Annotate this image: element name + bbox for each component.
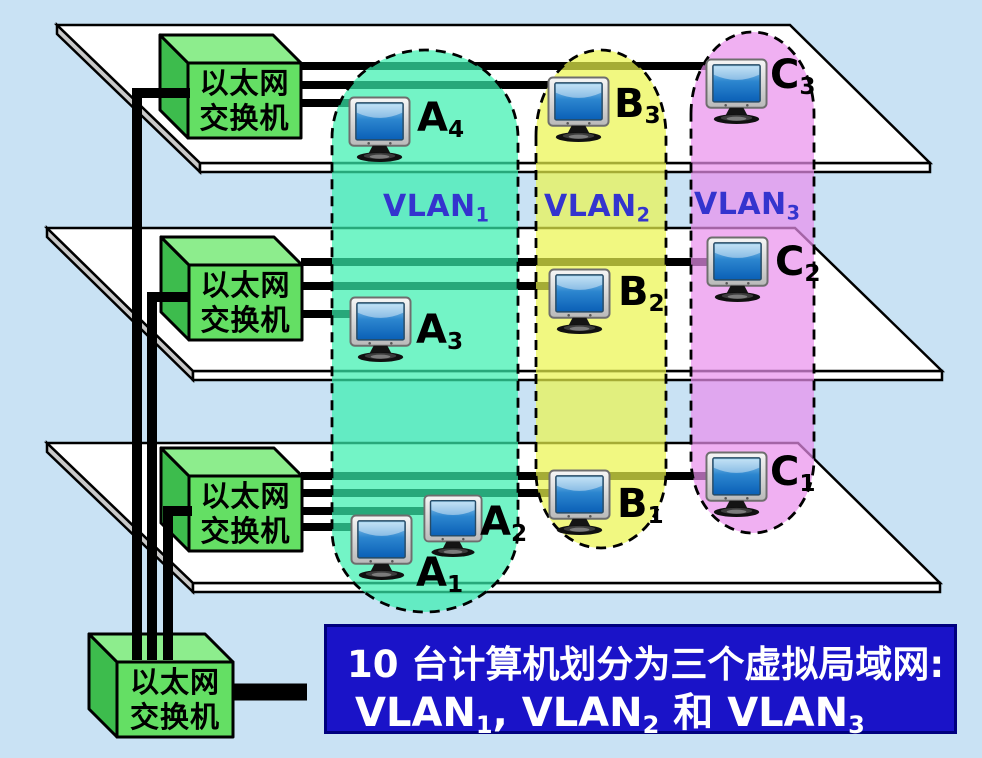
switch-label-line1: 以太网: [129, 665, 220, 699]
computer-label-a1: A1: [416, 550, 464, 599]
computer-label-c2: C2: [775, 239, 821, 288]
caption-box: 10 台计算机划分为三个虚拟局域网: VLAN1, VLAN2 和 VLAN3: [324, 624, 957, 739]
vlan2-label: VLAN2: [544, 189, 651, 227]
computer-label-a4: A4: [417, 95, 465, 144]
vlan3-label: VLAN3: [694, 187, 801, 225]
switch-label-line1: 以太网: [200, 479, 291, 513]
ethernet-switch-floor1: [159, 446, 304, 553]
computer-label-b1: B1: [617, 481, 664, 530]
switch-label-line1: 以太网: [199, 66, 290, 100]
trunk-cable-floor1: [163, 506, 192, 660]
caption-line2: VLAN1, VLAN2 和 VLAN3: [355, 690, 865, 740]
switch-label-line1: 以太网: [200, 268, 291, 302]
caption-line1: 10 台计算机划分为三个虚拟局域网:: [347, 643, 945, 686]
switch-label-basement: 以太网 交换机: [117, 665, 233, 735]
switch-label-line2: 交换机: [200, 303, 291, 337]
vlan1-region: [330, 48, 520, 614]
computer-label-c3: C3: [770, 52, 816, 101]
ethernet-switch-floor3: [158, 33, 303, 140]
trunk-cable-floor2: [147, 292, 190, 660]
computer-label-a3: A3: [416, 307, 464, 356]
computer-label-a2: A2: [480, 499, 528, 548]
computer-label-b3: B3: [614, 81, 661, 130]
computer-label-c1: C1: [770, 449, 816, 498]
switch-label-floor3: 以太网 交换机: [188, 66, 301, 136]
switch-label-line2: 交换机: [129, 700, 220, 734]
switch-label-line2: 交换机: [199, 101, 290, 135]
trunk-cable-floor3: [132, 88, 190, 660]
vlan1-label: VLAN1: [383, 189, 490, 227]
switch-label-floor2: 以太网 交换机: [189, 268, 302, 338]
switch-label-floor1: 以太网 交换机: [189, 479, 302, 549]
ethernet-switch-basement: [87, 632, 235, 739]
ethernet-switch-floor2: [159, 235, 304, 342]
computer-label-b2: B2: [618, 269, 665, 318]
switch-label-line2: 交换机: [200, 514, 291, 548]
